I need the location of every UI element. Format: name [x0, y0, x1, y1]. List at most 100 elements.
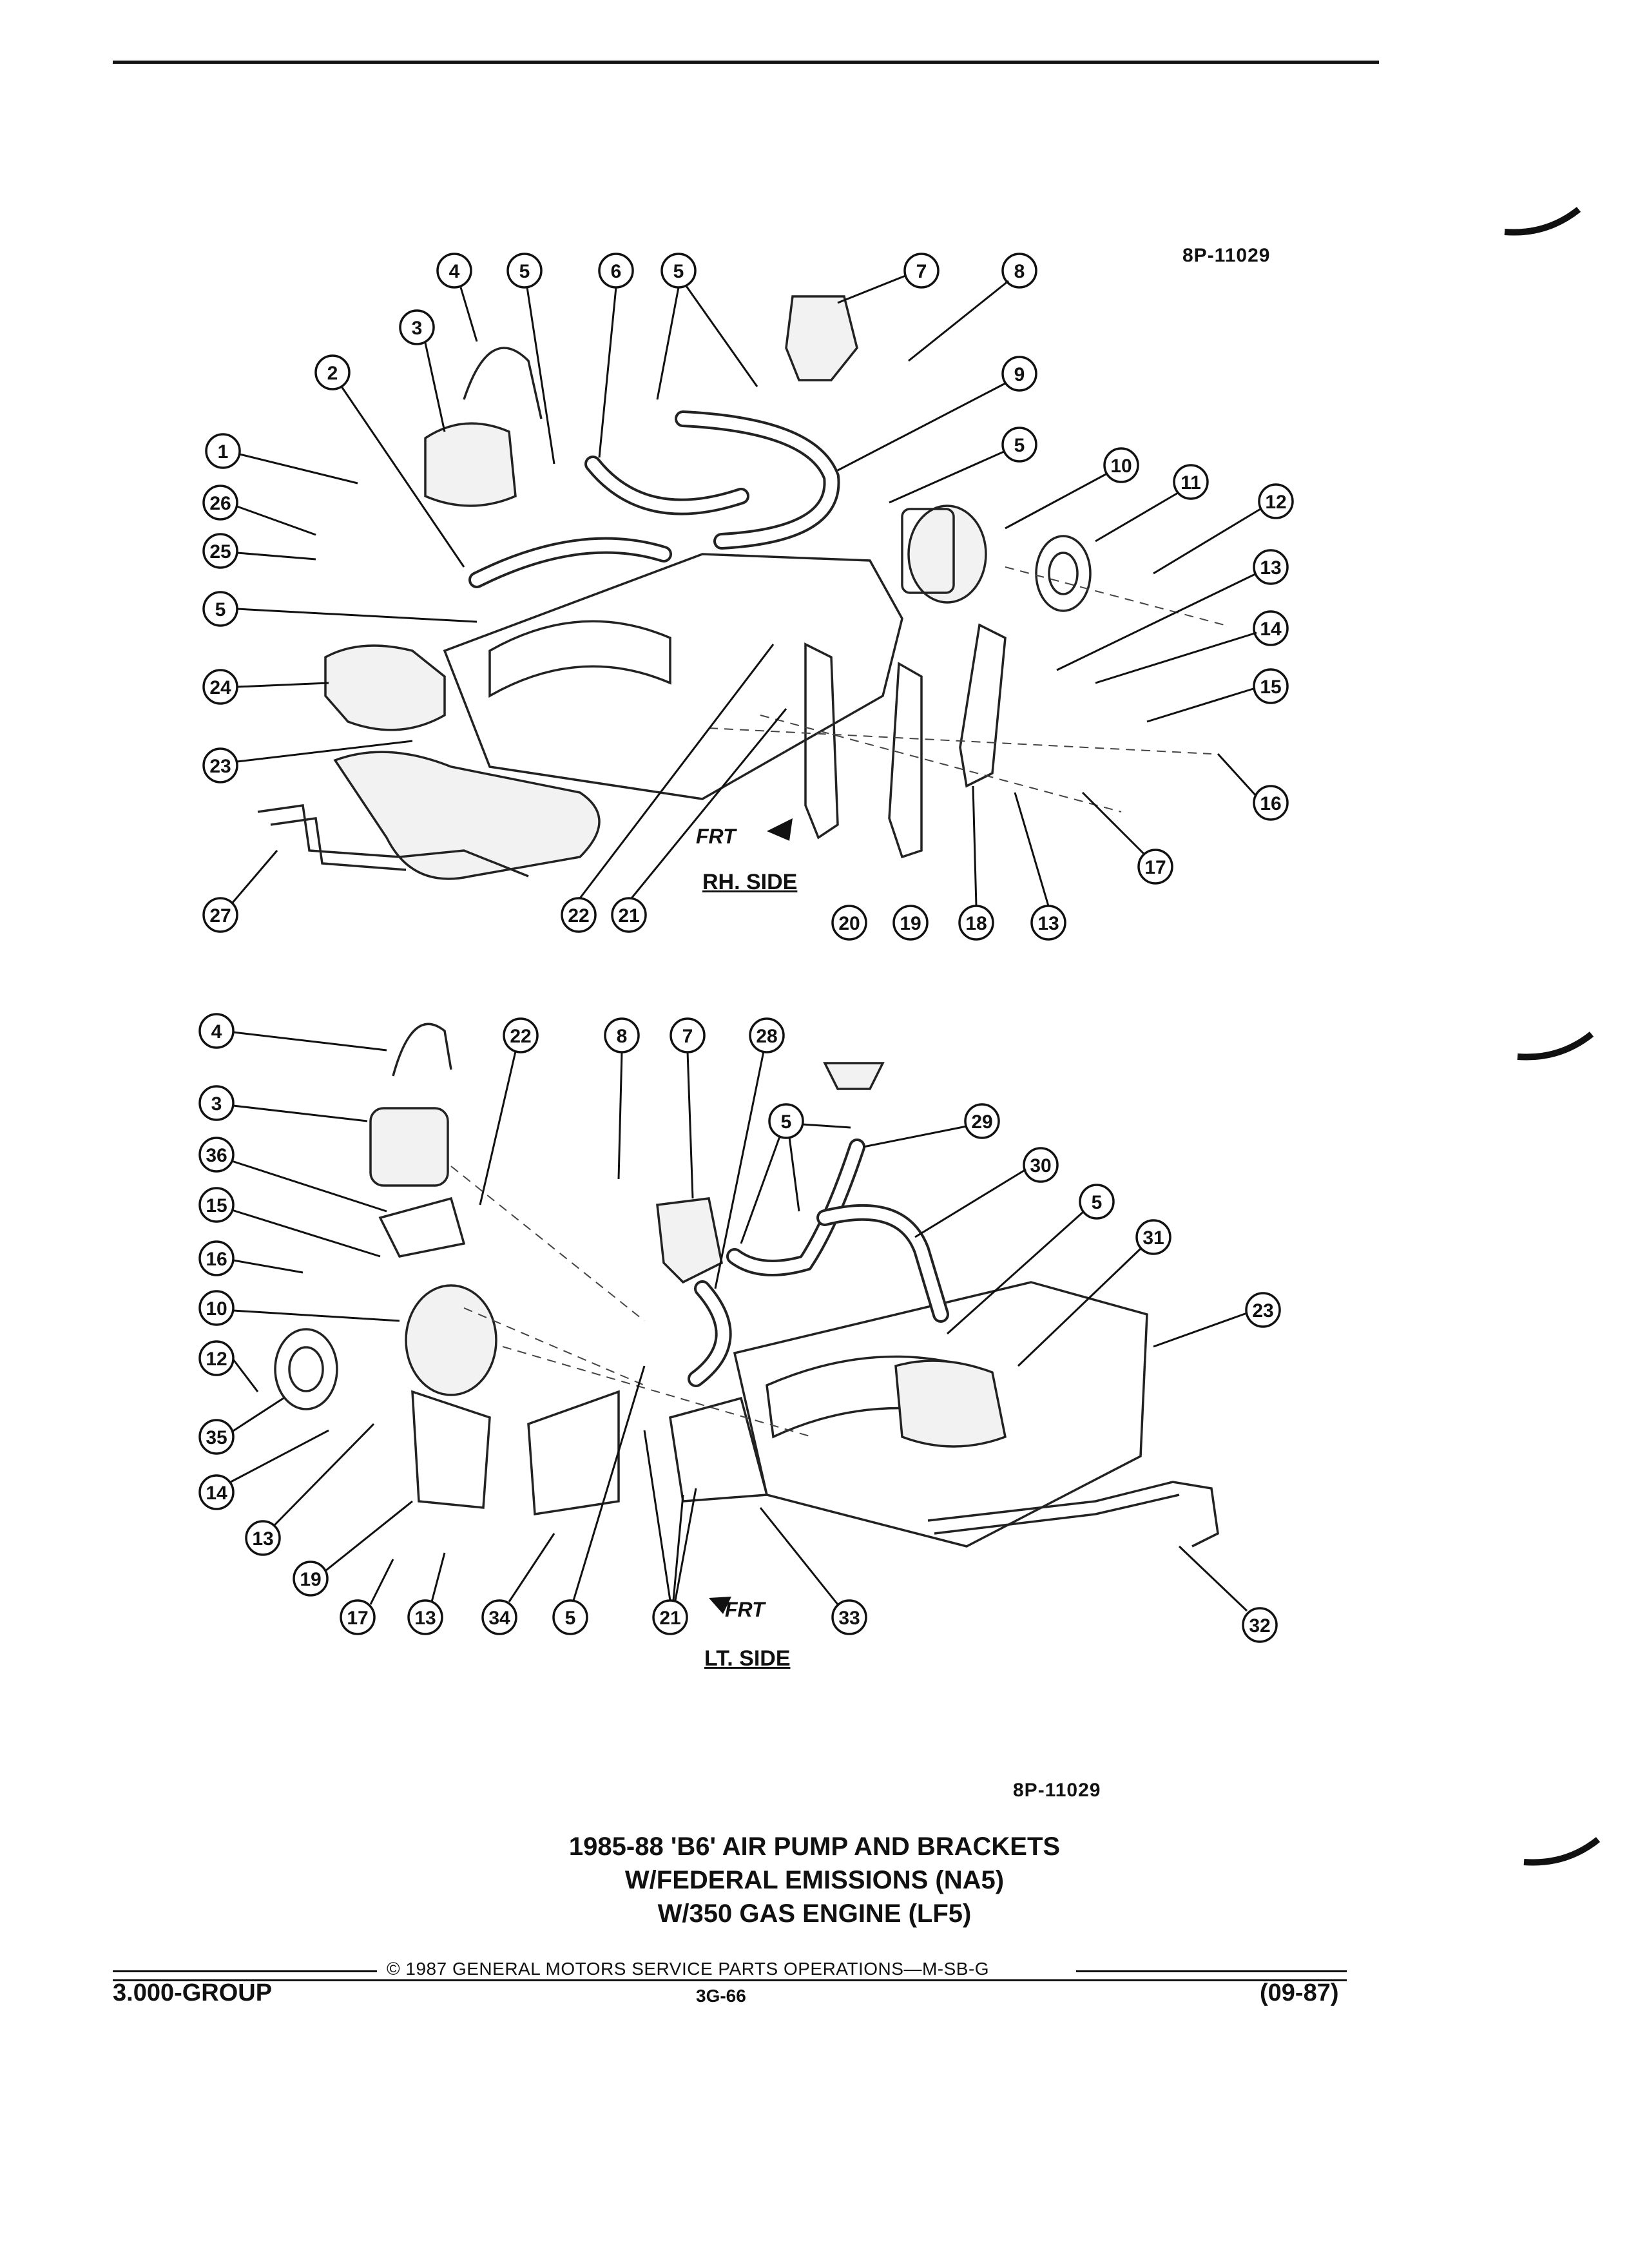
svg-text:23: 23: [209, 756, 231, 777]
callout-4: 4: [436, 253, 472, 289]
rh-valve-cover: [488, 620, 671, 698]
callout-b-13a: 13: [245, 1520, 281, 1556]
lt-bracket-33: [669, 1396, 769, 1503]
binder-hole-mark-2: [1517, 1032, 1594, 1061]
callout-22: 22: [561, 897, 597, 933]
group-number: 3.000-GROUP: [113, 1979, 273, 2006]
front-arrow-icon-rh: [767, 818, 793, 841]
rh-clamp-4: [463, 347, 543, 419]
svg-text:5: 5: [781, 1111, 792, 1133]
callout-12: 12: [1258, 483, 1294, 519]
svg-text:15: 15: [206, 1195, 227, 1216]
lt-side-label: LT. SIDE: [704, 1646, 791, 1671]
svg-text:24: 24: [209, 677, 231, 698]
svg-text:12: 12: [206, 1349, 227, 1370]
lt-air-pipe-2: [934, 1494, 1180, 1535]
callout-b-15: 15: [198, 1187, 235, 1223]
svg-text:6: 6: [611, 261, 622, 282]
svg-text:13: 13: [414, 1608, 436, 1629]
svg-text:10: 10: [1110, 456, 1132, 477]
callout-27: 27: [202, 897, 238, 933]
svg-text:5: 5: [215, 599, 226, 620]
svg-text:32: 32: [1249, 1615, 1270, 1637]
title-line-2: W/FEDERAL EMISSIONS (NA5): [624, 1866, 1005, 1894]
svg-text:5: 5: [1092, 1192, 1103, 1213]
svg-text:3: 3: [412, 318, 423, 339]
callout-14: 14: [1253, 610, 1289, 646]
svg-text:7: 7: [682, 1026, 693, 1047]
callout-b-35: 35: [198, 1419, 235, 1455]
svg-text:9: 9: [1014, 364, 1025, 385]
svg-text:13: 13: [252, 1528, 273, 1550]
svg-text:35: 35: [206, 1427, 227, 1448]
callout-7: 7: [903, 253, 940, 289]
title-line-3: W/350 GAS ENGINE (LF5): [657, 1899, 972, 1928]
svg-text:19: 19: [900, 913, 921, 934]
callout-26: 26: [202, 485, 238, 521]
callout-b-33: 33: [831, 1599, 867, 1635]
svg-text:34: 34: [488, 1608, 510, 1629]
svg-text:4: 4: [211, 1021, 222, 1043]
binder-hole-mark-3: [1523, 1837, 1601, 1866]
callout-b-8: 8: [604, 1017, 640, 1053]
reference-number-bottom: 8P-11029: [1013, 1780, 1101, 1801]
callout-13a: 13: [1253, 549, 1289, 585]
svg-text:7: 7: [916, 261, 927, 282]
rh-pulley: [1035, 535, 1092, 612]
svg-text:26: 26: [209, 493, 231, 514]
svg-text:36: 36: [206, 1145, 227, 1166]
svg-text:21: 21: [618, 905, 639, 927]
callout-b-36: 36: [198, 1137, 235, 1173]
page-number: 3G-66: [696, 1986, 746, 2006]
callout-6: 6: [598, 253, 634, 289]
reference-number-top: 8P-11029: [1182, 245, 1271, 266]
lt-diverter-valve: [656, 1197, 723, 1284]
lt-clamp-4: [392, 1023, 452, 1077]
svg-text:5: 5: [565, 1608, 576, 1629]
rh-air-pump-body: [901, 508, 955, 594]
callout-b-14: 14: [198, 1474, 235, 1510]
callout-5c: 5: [1001, 427, 1037, 463]
callout-b-21: 21: [652, 1599, 688, 1635]
front-arrow-icon-lt: [709, 1597, 731, 1614]
lt-side-view: 4 3 36 15 16 10 12 35 14 13 19 17 13 34 …: [198, 1013, 1281, 1643]
callout-b-13b: 13: [407, 1599, 443, 1635]
callout-b-17: 17: [340, 1599, 376, 1635]
callout-1: 1: [205, 433, 241, 469]
rh-exhaust-manifold: [333, 751, 601, 880]
svg-text:5: 5: [673, 261, 684, 282]
svg-text:5: 5: [519, 261, 530, 282]
lt-bracket-19: [411, 1390, 491, 1509]
rh-diverter-valve: [785, 295, 858, 381]
front-arrow-label-lt: FRT: [725, 1598, 765, 1621]
callout-b-7: 7: [670, 1017, 706, 1053]
callout-21: 21: [611, 897, 647, 933]
svg-text:21: 21: [659, 1608, 680, 1629]
callout-9: 9: [1001, 356, 1037, 392]
footer-rule: [113, 1979, 1347, 1981]
callout-b-19: 19: [293, 1561, 329, 1597]
svg-text:25: 25: [209, 541, 231, 562]
footer-rule-left: [113, 1970, 377, 1972]
callout-18: 18: [958, 905, 994, 941]
lt-bracket-34: [527, 1390, 620, 1516]
svg-text:27: 27: [209, 905, 231, 927]
svg-text:30: 30: [1030, 1155, 1051, 1177]
svg-text:18: 18: [965, 913, 987, 934]
callout-23: 23: [202, 747, 238, 783]
svg-text:2: 2: [327, 363, 338, 384]
binder-hole-mark-1: [1504, 207, 1581, 236]
svg-text:17: 17: [1144, 857, 1166, 878]
callout-15: 15: [1253, 668, 1289, 704]
svg-text:11: 11: [1181, 472, 1201, 494]
rh-side-label: RH. SIDE: [702, 870, 798, 894]
svg-text:22: 22: [568, 905, 589, 927]
callout-b-3: 3: [198, 1085, 235, 1121]
callout-b-12: 12: [198, 1340, 235, 1376]
callout-b-29: 29: [964, 1103, 1000, 1139]
svg-text:28: 28: [756, 1026, 777, 1047]
svg-text:16: 16: [1260, 793, 1281, 814]
callout-20: 20: [831, 905, 867, 941]
front-arrow-label-rh: FRT: [696, 825, 736, 848]
